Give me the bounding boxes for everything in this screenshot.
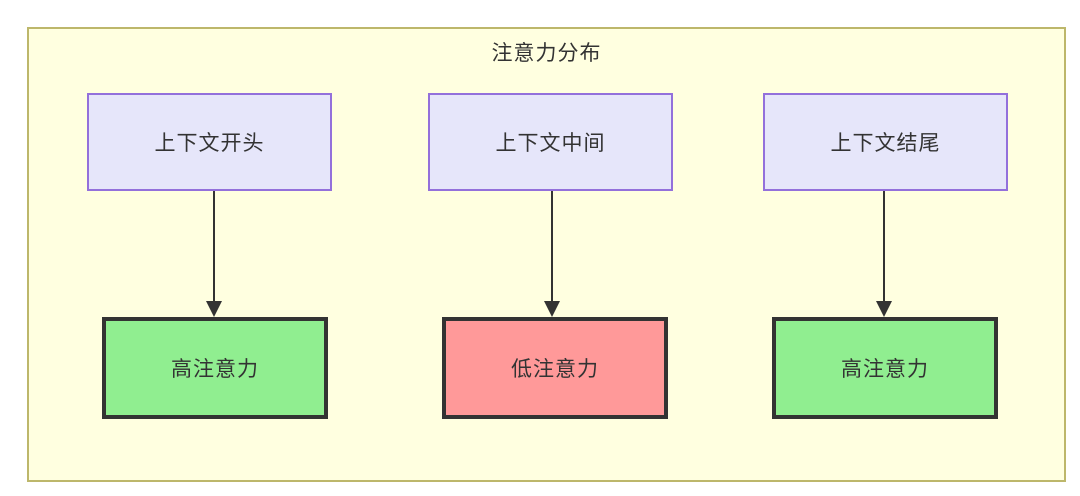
node-attention-middle[interactable]: 低注意力 <box>442 317 668 419</box>
node-label: 上下文中间 <box>495 132 606 155</box>
node-label: 上下文结尾 <box>830 132 941 155</box>
node-label: 高注意力 <box>841 358 929 381</box>
node-context-middle[interactable]: 上下文中间 <box>428 93 673 191</box>
node-attention-end[interactable]: 高注意力 <box>772 317 998 419</box>
node-attention-start[interactable]: 高注意力 <box>102 317 328 419</box>
node-context-end[interactable]: 上下文结尾 <box>763 93 1008 191</box>
node-label: 上下文开头 <box>154 132 265 155</box>
node-label: 低注意力 <box>511 358 599 381</box>
subgraph-title: 注意力分布 <box>491 42 602 65</box>
node-label: 高注意力 <box>171 358 259 381</box>
node-context-start[interactable]: 上下文开头 <box>87 93 332 191</box>
